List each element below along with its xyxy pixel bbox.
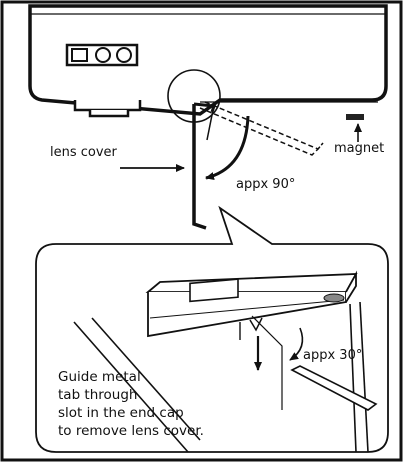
instruction-line-3: slot in the end cap: [58, 405, 184, 421]
button-panel: [65, 43, 139, 67]
round-button: [95, 47, 111, 63]
round-button: [116, 47, 132, 63]
angle-30-label: appx 30°: [303, 348, 362, 363]
projector-foot: [73, 100, 142, 118]
hinge-guide-line: [206, 109, 214, 141]
lens-cover-label: lens cover: [50, 145, 118, 160]
end-cap-slot: [249, 317, 263, 332]
lens-cover-closed: [192, 104, 207, 230]
square-button: [71, 48, 88, 62]
magnet-block: [346, 114, 364, 120]
end-cap-window: [189, 278, 239, 303]
lens-cover-open-dashed: [199, 101, 324, 156]
metal-tab: [290, 365, 378, 411]
end-cap-detail: [145, 270, 358, 338]
magnet-label: magnet: [334, 141, 384, 156]
detail-callout: [35, 205, 389, 453]
frame-rails: [73, 301, 369, 453]
instruction-line-4: to remove lens cover.: [58, 423, 204, 439]
end-cap-magnet: [323, 293, 345, 303]
rotation-arrow-90: [205, 115, 250, 180]
angle-90-label: appx 90°: [236, 177, 295, 192]
instruction-line-2: tab through: [58, 387, 137, 403]
instruction-line-1: Guide metal: [58, 369, 141, 385]
rotation-arrow-30: [289, 327, 304, 361]
